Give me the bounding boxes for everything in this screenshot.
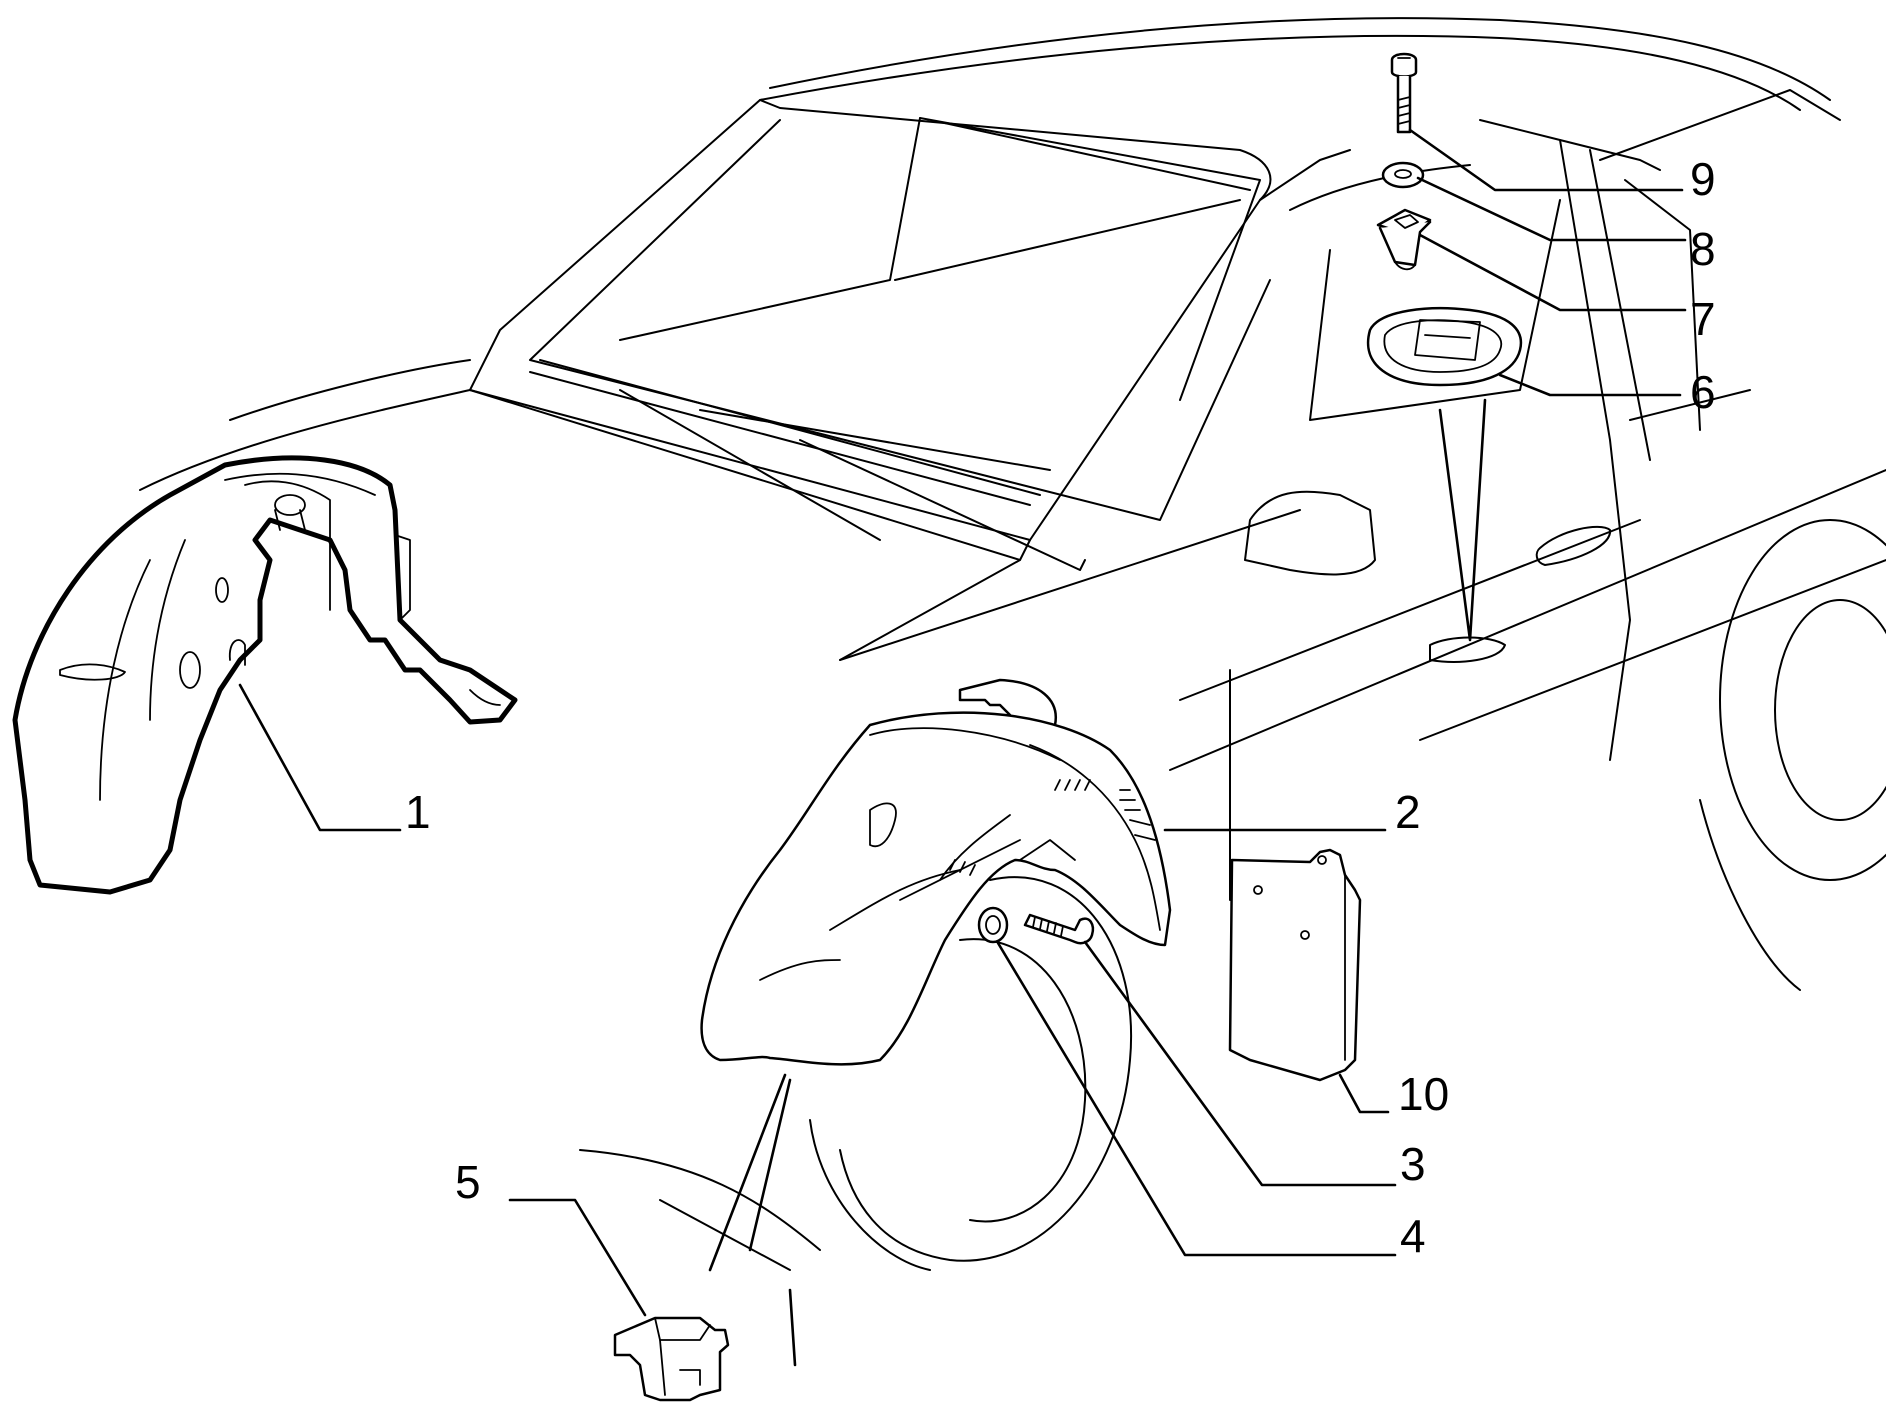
leader-10: [1338, 1073, 1390, 1114]
callout-9: 9: [1690, 153, 1716, 205]
callout-labels: 1 2 3 4 5 6 7 8 9 10: [405, 153, 1716, 1262]
part-3-bolt: [1023, 913, 1095, 945]
leader-5: [508, 1198, 647, 1317]
car-body-outline: [139, 17, 1886, 1271]
callout-4: 4: [1400, 1210, 1426, 1262]
part-6-filler-seal: [1366, 306, 1523, 387]
callout-8: 8: [1690, 223, 1716, 275]
leader-4: [996, 941, 1397, 1257]
callout-6: 6: [1690, 366, 1716, 418]
leader-8: [1416, 176, 1687, 242]
callout-10: 10: [1398, 1068, 1449, 1120]
part-2-wheel-arch-liner: [700, 678, 1172, 1066]
callout-3: 3: [1400, 1138, 1426, 1190]
part-4-nut: [977, 906, 1009, 944]
part-9-screw: [1390, 52, 1418, 134]
callout-7: 7: [1690, 293, 1716, 345]
part-5-clip: [613, 1316, 730, 1402]
part-8-washer: [1381, 161, 1425, 189]
leader-1: [238, 683, 402, 832]
part-10-mud-flap: [1228, 848, 1362, 1082]
part-7-square-clip: [1376, 208, 1432, 271]
callout-1: 1: [405, 786, 431, 838]
leader-6: [1498, 373, 1682, 397]
callout-5: 5: [455, 1156, 481, 1208]
leader-3: [1083, 940, 1397, 1187]
leader-9: [1408, 128, 1684, 192]
part-1-wheel-arch-liner: [12, 455, 518, 895]
leader-lines: [238, 128, 1687, 1367]
callout-2: 2: [1395, 786, 1421, 838]
leader-7: [1418, 233, 1687, 312]
